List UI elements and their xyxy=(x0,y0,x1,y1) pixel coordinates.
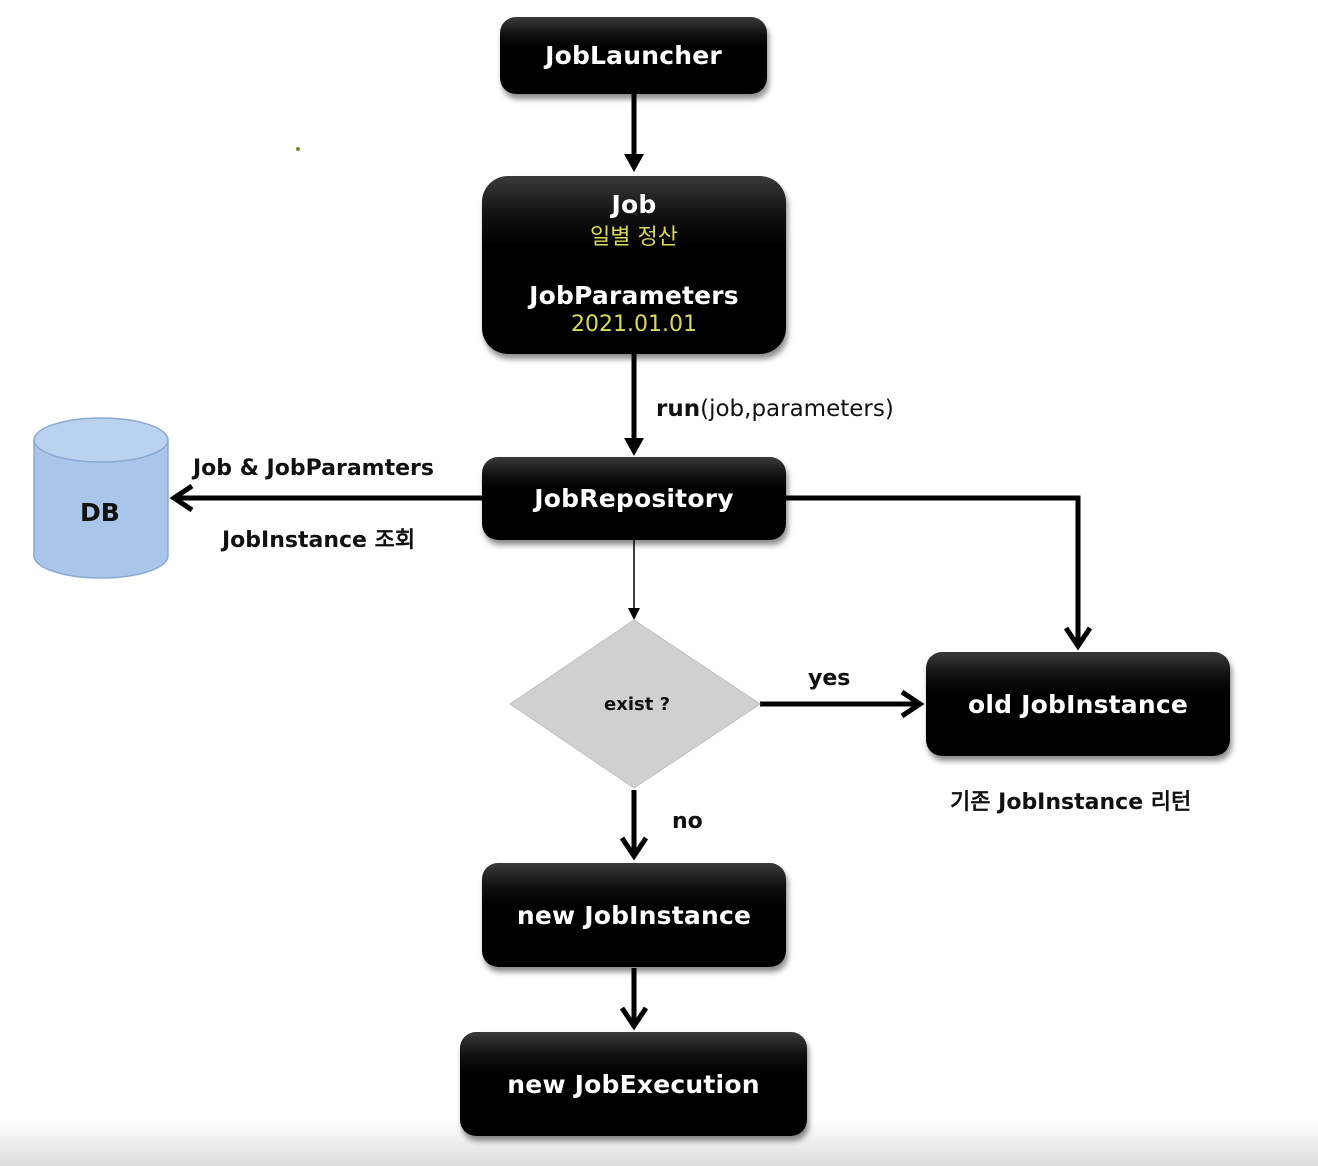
decision-label: exist ? xyxy=(604,694,671,715)
old-job-instance-label: old JobInstance xyxy=(967,689,1189,719)
arrowhead-repository-to-db xyxy=(169,483,194,513)
job-repository-label: JobRepository xyxy=(534,484,734,513)
arrowhead-repository-to-old-instance xyxy=(1063,626,1093,651)
db-cylinder xyxy=(33,417,169,579)
arrow-repository-to-old-instance xyxy=(786,495,1081,642)
run-args: (job,parameters) xyxy=(700,396,894,422)
no-label: no xyxy=(672,809,703,834)
job-parameters-value: 2021.01.01 xyxy=(571,312,697,337)
new-job-instance-node[interactable]: new JobInstance xyxy=(482,863,786,967)
arrowhead-decision-yes xyxy=(900,689,925,719)
new-job-instance-label: new JobInstance xyxy=(516,900,752,930)
decision-diamond xyxy=(509,619,761,789)
job-launcher-node[interactable]: JobLauncher xyxy=(500,17,767,94)
yes-label: yes xyxy=(808,666,851,691)
job-repository-node[interactable]: JobRepository xyxy=(482,457,786,540)
old-job-instance-node[interactable]: old JobInstance xyxy=(926,652,1230,756)
arrowhead-instance-to-execution xyxy=(619,1006,649,1031)
job-name: 일별 정산 xyxy=(590,225,678,250)
arrowhead-repository-to-decision xyxy=(628,608,640,620)
arrowhead-decision-no xyxy=(619,836,649,861)
arrowhead-job-to-repository xyxy=(624,438,644,456)
job-parameters-label: JobParameters xyxy=(529,281,739,310)
db-label: DB xyxy=(80,498,120,527)
run-method: run xyxy=(656,396,701,422)
old-return-label: 기존 JobInstance 리턴 xyxy=(950,790,1192,815)
new-job-execution-label: new JobExecution xyxy=(507,1069,760,1099)
run-call-label: run(job,parameters) xyxy=(656,396,894,422)
db-query-label-top: Job & JobParamters xyxy=(193,456,434,481)
job-label: Job xyxy=(611,190,657,219)
arrowhead-launcher-to-job xyxy=(624,154,644,172)
stray-dot xyxy=(296,147,300,151)
job-launcher-label: JobLauncher xyxy=(545,41,722,70)
job-node[interactable]: Job 일별 정산 JobParameters 2021.01.01 xyxy=(482,176,786,354)
db-query-label-bottom: JobInstance 조회 xyxy=(222,528,416,553)
new-job-execution-node[interactable]: new JobExecution xyxy=(460,1032,807,1136)
